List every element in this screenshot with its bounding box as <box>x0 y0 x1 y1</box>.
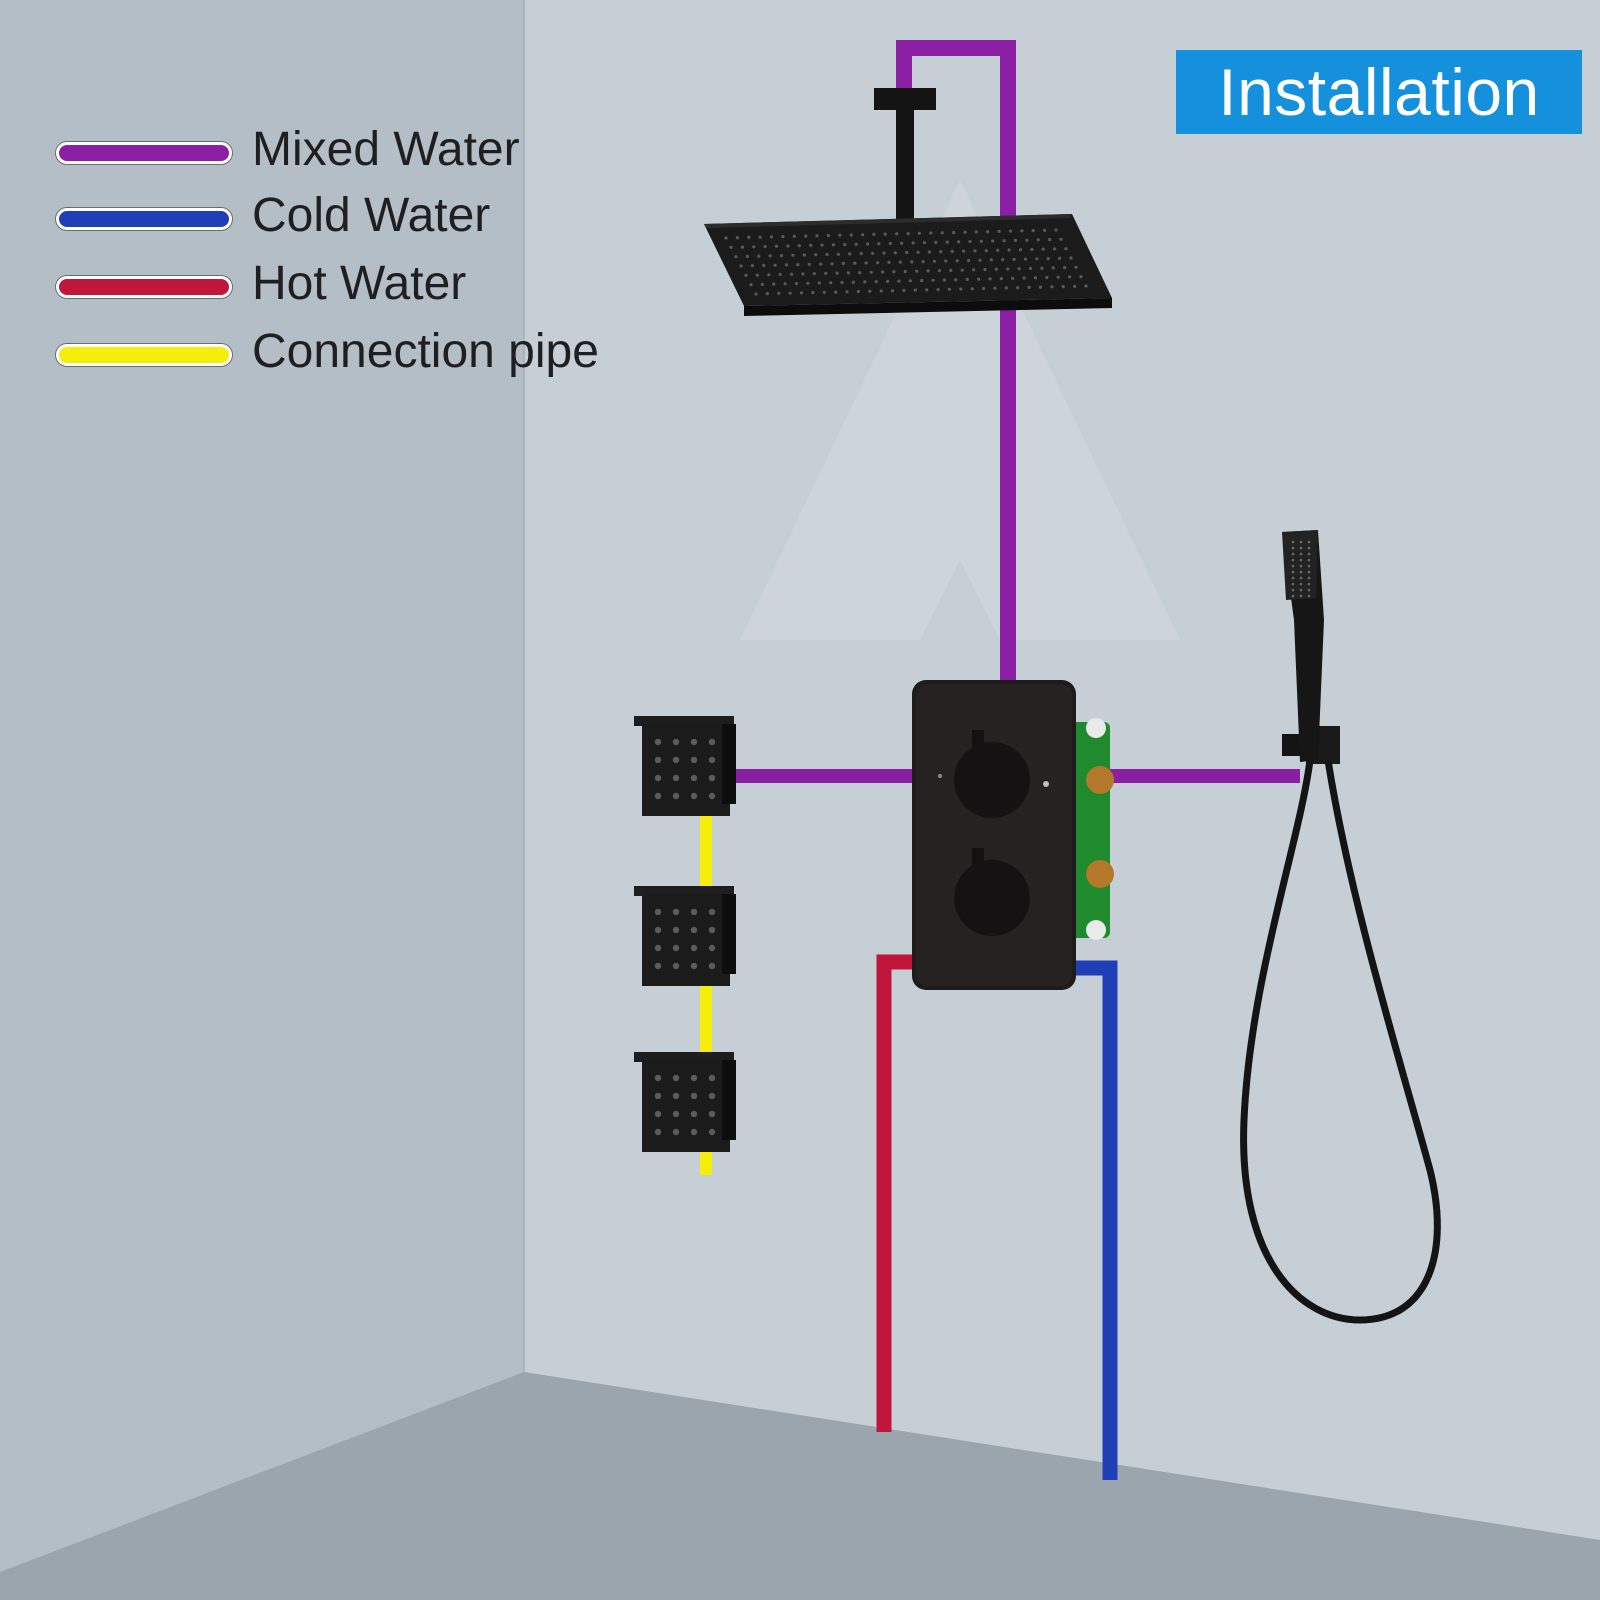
rain-head-nozzles <box>724 228 1088 296</box>
legend-label-cold: Cold Water <box>252 189 491 242</box>
legend-swatch-hot <box>56 276 232 298</box>
legend-label-mixed: Mixed Water <box>252 123 520 176</box>
legend-swatch-mixed <box>56 142 232 164</box>
hot-water-pipe <box>876 954 918 1432</box>
floor <box>0 1372 1600 1600</box>
cold-water-pipe <box>1074 960 1118 1480</box>
body-jet-icon <box>634 1052 736 1152</box>
handheld-nozzles <box>1291 540 1311 598</box>
legend-label-hot: Hot Water <box>252 257 467 310</box>
left-wall <box>0 0 524 1572</box>
legend-swatch-connection <box>56 344 232 366</box>
body-jet-icon <box>634 716 736 816</box>
shower-hose-icon <box>1240 759 1441 1324</box>
legend-swatch-cold <box>56 208 232 230</box>
legend-label-connection: Connection pipe <box>252 325 599 378</box>
handheld-shower-icon <box>1282 530 1340 764</box>
mixed-water-pipe-overhead <box>896 40 1016 690</box>
rain-shower-head-icon <box>704 88 1112 316</box>
installation-title: Installation <box>1176 50 1582 134</box>
thermostatic-valve-icon <box>912 680 1114 990</box>
watermark-shape <box>740 180 1180 640</box>
body-jet-icon <box>634 886 736 986</box>
